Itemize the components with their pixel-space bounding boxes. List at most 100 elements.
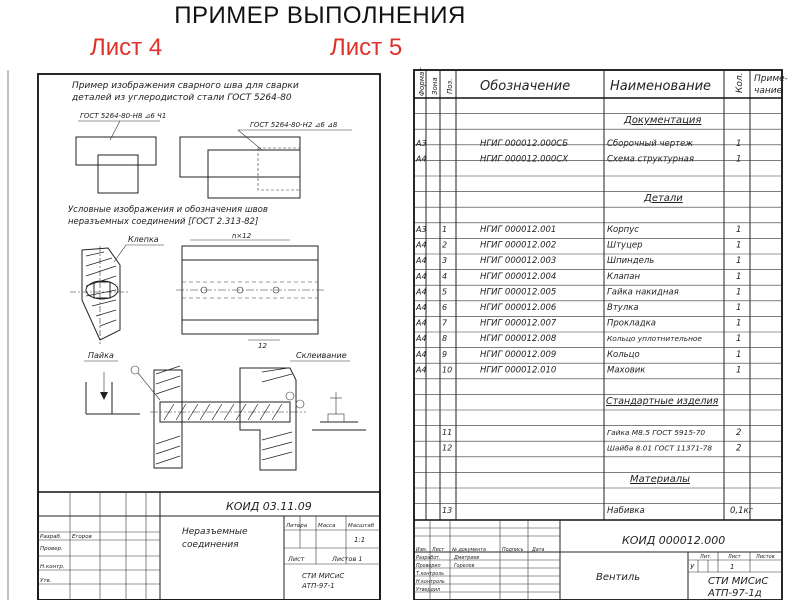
page-title: ПРИМЕР ВЫПОЛНЕНИЯ xyxy=(174,2,466,29)
spec-cell-format: А4 xyxy=(415,155,427,164)
spec-cell-name: Сборочный чертеж xyxy=(607,139,693,149)
spec-cell-qty: 2 xyxy=(736,444,741,454)
stamp-org-line1: СТИ МИСиС xyxy=(708,576,768,587)
col-qty: Кол. xyxy=(735,72,745,93)
spec-cell-name: Набивка xyxy=(607,506,645,516)
weld-assembly-1 xyxy=(75,136,157,194)
section-standard: Стандартные изделия xyxy=(606,396,719,407)
stamp-role-ncontrol: Н.контроль xyxy=(416,579,445,585)
stamp-role-tcontrol: Т.контроль xyxy=(416,571,444,577)
stamp-sheet: Лист xyxy=(727,554,742,560)
spec-cell-qty: 1 xyxy=(736,350,741,360)
dim-n12: n×12 xyxy=(232,232,252,240)
spec-product: Вентиль xyxy=(596,572,640,583)
sheet-4-name-line1: Неразъемные xyxy=(182,527,248,537)
spec-cell-qty: 1 xyxy=(736,319,741,329)
spec-cell-format: А4 xyxy=(415,319,427,328)
sheet-4-lit: Литера xyxy=(285,523,308,529)
spec-cell-pos: 9 xyxy=(442,350,447,359)
stamp-role-dev: Разработ. xyxy=(416,555,441,561)
spec-cell-qty: 1 xyxy=(736,334,741,344)
spec-code: КОИД 000012.000 xyxy=(622,534,725,547)
sheet-4-scale: Масштаб xyxy=(348,523,375,529)
stamp-lit-value: У xyxy=(690,563,695,571)
spec-cell-pos: 10 xyxy=(442,365,452,374)
weld-assembly-2 xyxy=(179,136,301,199)
sheet-4-role-developer: Разраб. xyxy=(40,534,62,540)
spec-cell-qty: 1 xyxy=(736,139,741,149)
sheet-4-role-tcontrol: Н.контр. xyxy=(40,564,65,570)
spec-cell-format: А4 xyxy=(415,241,427,250)
label-solder: Пайка xyxy=(88,351,114,360)
spec-cell-format: А4 xyxy=(415,287,427,296)
stamp-lit: Лит. xyxy=(699,554,712,560)
stamp-org-line2: АТП-97-1д xyxy=(707,588,762,599)
weld-ref-1: ГОСТ 5264-80-Н8 ⊿6 Ч1 xyxy=(80,112,166,120)
weld-ref-2: ГОСТ 5264-80-Н2 ⊿6 ⊿8 xyxy=(250,121,338,129)
sheet-4-sheets: Листов 1 xyxy=(331,555,362,563)
dim-12: 12 xyxy=(258,342,267,350)
spec-cell-pos: 11 xyxy=(442,428,452,437)
spec-cell-name: Шайба 8.01 ГОСТ 11371-78 xyxy=(607,444,712,453)
spec-cell-name: Кольцо xyxy=(607,350,640,360)
spec-cell-format: А4 xyxy=(415,272,427,281)
spec-cell-qty: 1 xyxy=(736,303,741,313)
spec-cell-designation: НГИГ 000012.004 xyxy=(480,272,556,282)
sheet-4-developer-name: Егоров xyxy=(72,534,92,540)
spec-cell-designation: НГИГ 000012.002 xyxy=(480,241,556,251)
sheet-4-code: КОИД 03.11.09 xyxy=(226,500,312,513)
spec-cell-name: Гайка накидная xyxy=(607,287,679,297)
spec-cell-pos: 1 xyxy=(442,225,447,234)
stamp-sheets: Листов xyxy=(755,554,775,560)
spec-cell-pos: 5 xyxy=(442,287,447,296)
spec-cell-designation: НГИГ 000012.005 xyxy=(480,287,556,297)
spec-cell-qty: 1 xyxy=(736,241,741,251)
spec-cell-designation: НГИГ 000012.006 xyxy=(480,303,557,313)
spec-cell-pos: 2 xyxy=(442,241,447,250)
spec-cell-name: Втулка xyxy=(607,303,639,313)
spec-cell-name: Штуцер xyxy=(607,241,642,251)
col-designation: Обозначение xyxy=(480,79,570,94)
spec-cell-name: Кольцо уплотнительное xyxy=(607,334,702,343)
col-zone: Зона xyxy=(431,77,439,95)
spec-cell-qty: 1 xyxy=(736,155,741,165)
label-glue: Склеивание xyxy=(296,351,347,360)
spec-cell-designation: НГИГ 000012.008 xyxy=(480,334,557,344)
section-docs: Документация xyxy=(623,115,701,126)
stamp-sheet-value: 1 xyxy=(730,563,734,571)
spec-cell-name: Маховик xyxy=(607,365,646,375)
col-name: Наименование xyxy=(610,79,711,94)
label-rivet: Клепка xyxy=(128,235,159,244)
stamp-name-dev: Дмитриев xyxy=(453,555,479,561)
stamp-role-approved: Утвердил xyxy=(416,587,440,593)
spec-cell-name: Схема структурная xyxy=(607,155,694,165)
stamp-col-sheet: Лист xyxy=(431,547,444,553)
sheet-4-org-line1: СТИ МИСиС xyxy=(302,572,344,580)
section-materials: Материалы xyxy=(630,474,690,485)
sheet-4-name-line2: соединения xyxy=(182,540,239,550)
spec-cell-name: Клапан xyxy=(607,272,640,282)
spec-cell-format: А3 xyxy=(415,225,427,234)
joint-section xyxy=(130,365,306,471)
col-pos: Поз. xyxy=(446,79,454,95)
spec-cell-name: Прокладка xyxy=(607,319,656,329)
note1-line2: деталей из углеродистой стали ГОСТ 5264-… xyxy=(71,93,292,103)
spec-cell-pos: 3 xyxy=(442,256,447,265)
spec-cell-qty: 1 xyxy=(736,256,741,266)
sheet-4-role-checker: Провер. xyxy=(40,546,63,552)
spec-cell-qty: 0,1кг xyxy=(730,506,754,516)
glue-sample xyxy=(312,392,366,431)
sheet-4-title-block: КОИД 03.11.09 Неразъемные соединения Лит… xyxy=(37,491,381,600)
sheet-5-specification: Формат Зона Поз. Обозначение Наименовани… xyxy=(413,67,788,600)
spec-cell-pos: 7 xyxy=(442,319,448,328)
stamp-role-check: Проверил xyxy=(416,563,441,569)
spec-cell-name: Корпус xyxy=(607,225,639,235)
col-format: Формат xyxy=(418,67,426,96)
spec-cell-pos: 6 xyxy=(442,303,447,312)
spec-cell-pos: 12 xyxy=(442,444,452,453)
stamp-col-sign: Подпись xyxy=(502,547,524,553)
spec-cell-designation: НГИГ 000012.001 xyxy=(480,225,556,235)
note2-line2: неразъемных соединений [ГОСТ 2.313-82] xyxy=(68,217,258,227)
spec-cell-name: Шпиндель xyxy=(607,256,654,266)
spec-cell-qty: 1 xyxy=(736,272,741,282)
